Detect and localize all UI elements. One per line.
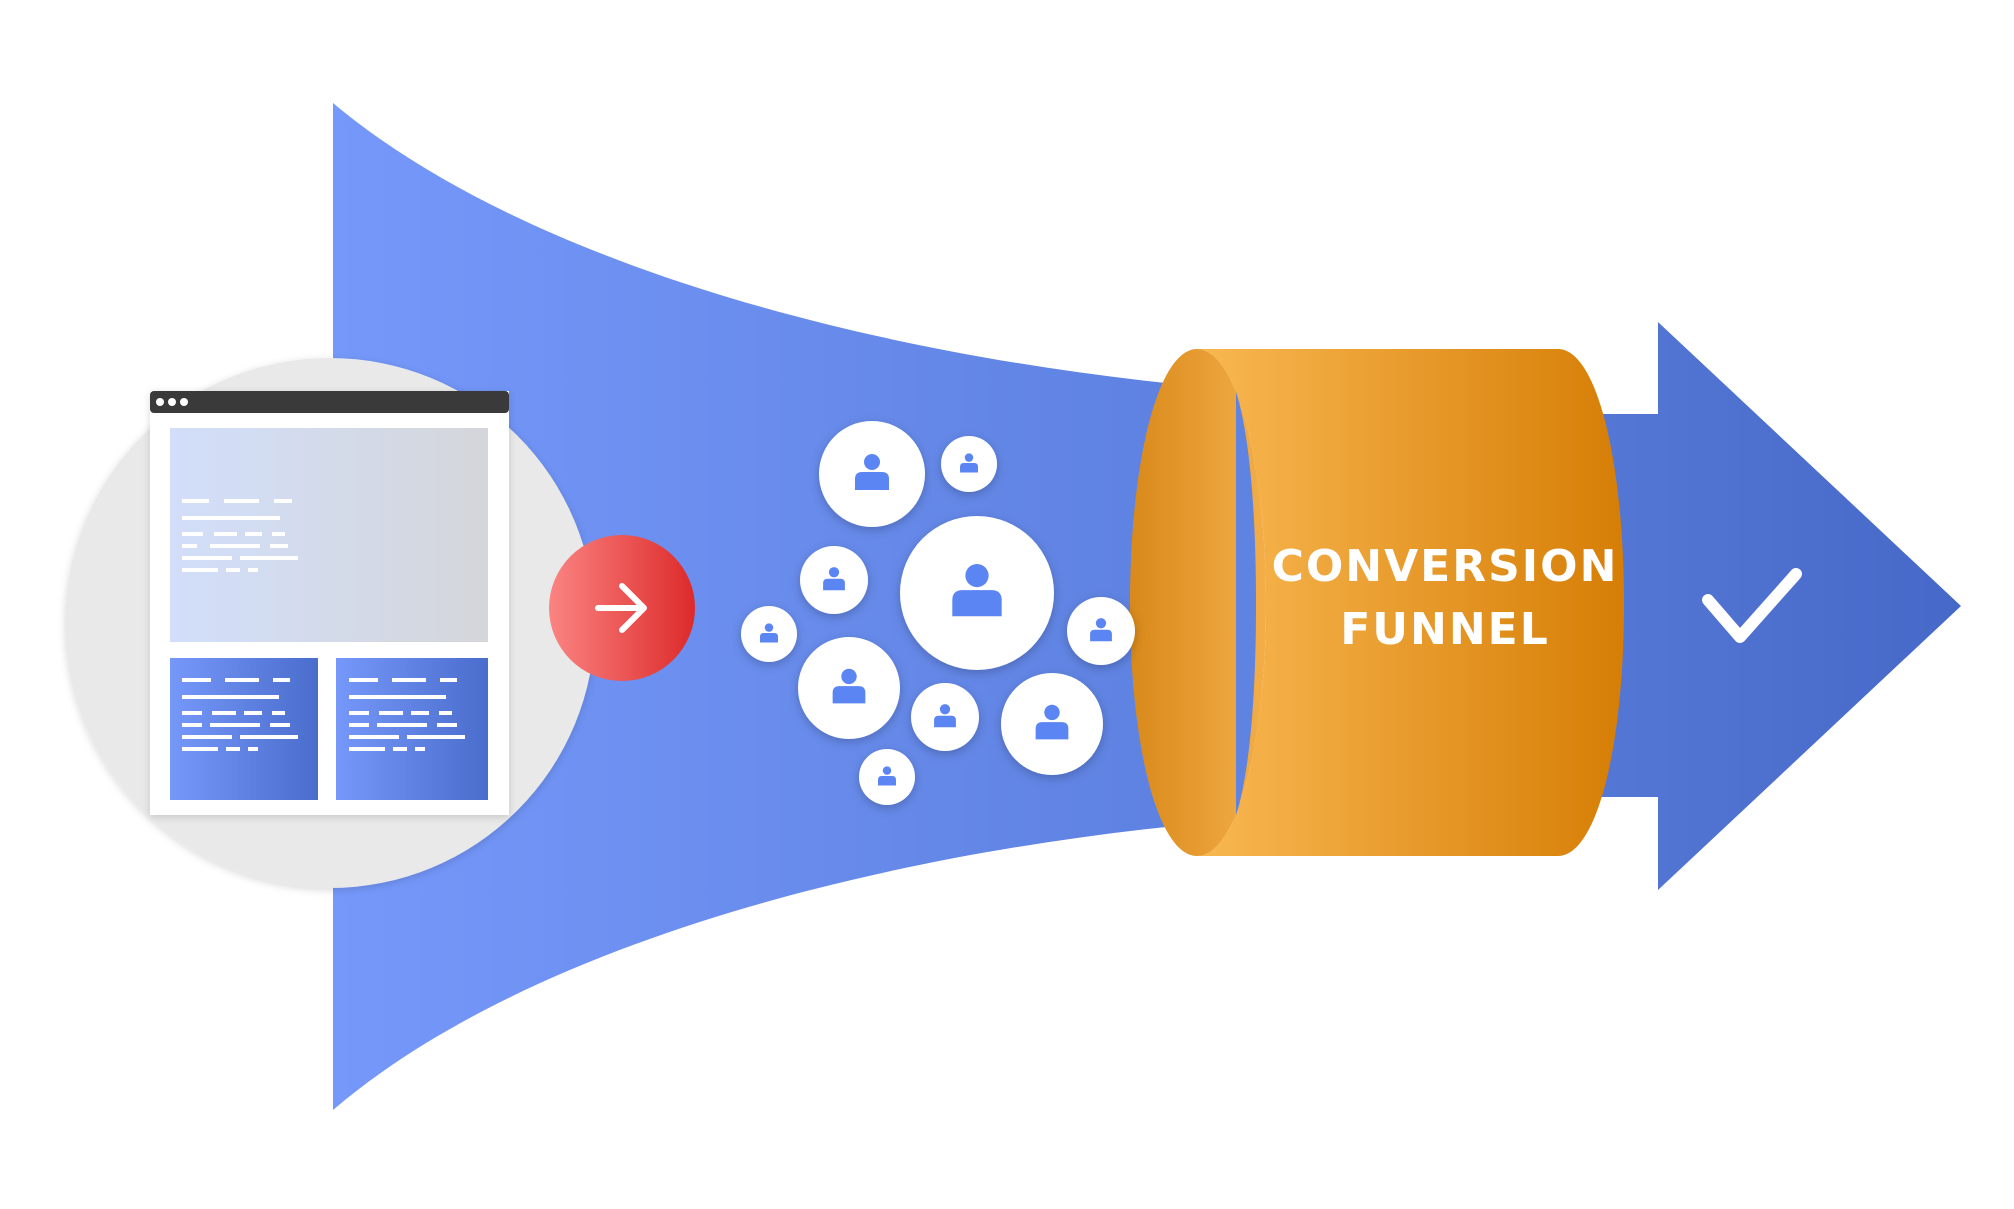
- user-icon: [1090, 618, 1112, 642]
- user-icon: [952, 563, 1002, 617]
- user-icon: [823, 567, 845, 591]
- funnel-label-line1: CONVERSION: [1272, 541, 1619, 592]
- user-bubble: [911, 683, 979, 751]
- funnel-body: [333, 103, 1240, 1110]
- checkmark-icon: [1702, 568, 1802, 643]
- user-icon: [878, 766, 896, 786]
- user-bubble: [900, 516, 1054, 670]
- user-icon: [855, 454, 889, 490]
- user-icon: [1035, 704, 1069, 740]
- funnel-label-line2: FUNNEL: [1340, 604, 1550, 655]
- webpage-mockup-icon: [150, 391, 509, 815]
- user-bubble: [741, 606, 797, 662]
- user-bubble: [798, 637, 900, 739]
- conversion-funnel-tube: CONVERSION FUNNEL: [1130, 349, 1624, 856]
- user-icon: [934, 704, 956, 728]
- user-bubble: [1067, 597, 1135, 665]
- user-bubble: [941, 436, 997, 492]
- user-bubble-cluster: [741, 421, 1135, 805]
- redirect-arrow-button: [549, 535, 695, 681]
- user-icon: [760, 623, 778, 643]
- arrow-right-icon: [595, 583, 647, 633]
- user-bubble: [819, 421, 925, 527]
- user-bubble: [1001, 673, 1103, 775]
- user-icon: [960, 453, 978, 473]
- output-arrow: [1550, 322, 1961, 890]
- user-icon: [832, 668, 866, 704]
- user-bubble: [859, 749, 915, 805]
- user-bubble: [800, 546, 868, 614]
